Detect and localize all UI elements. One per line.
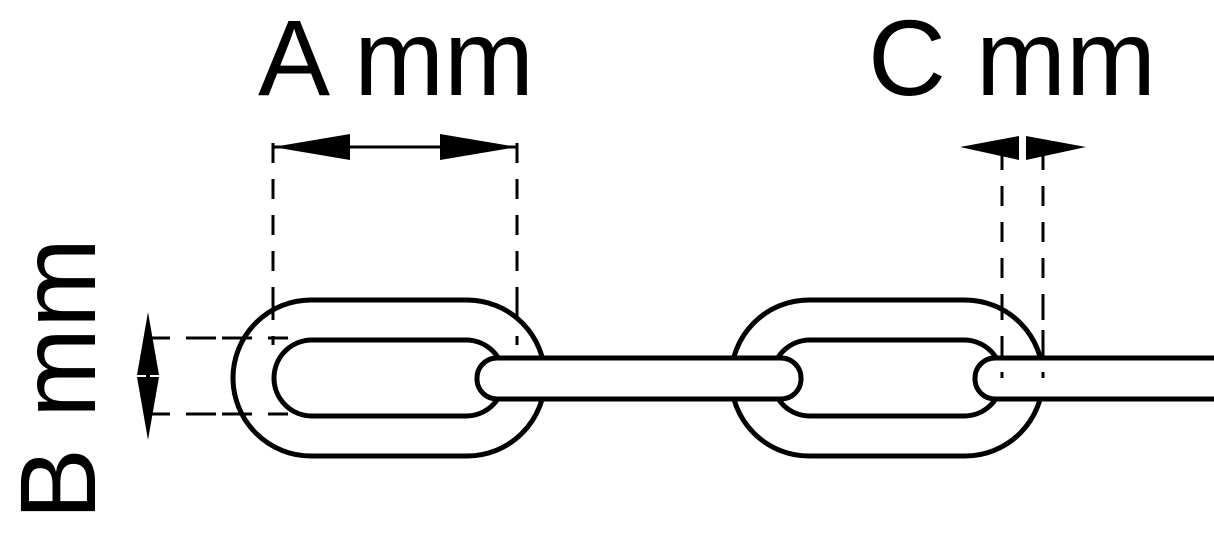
- dimension-a-group: [271, 134, 519, 345]
- dimension-c-overlay: [1000, 300, 1045, 378]
- dimension-a-arrowhead-right: [440, 134, 517, 160]
- dimension-b-overlay: [196, 336, 292, 416]
- dimension-b-arrowhead-bottom: [137, 377, 159, 440]
- link-right-inner-outline: [769, 337, 1005, 419]
- dimension-label-c: C mm: [868, 0, 1156, 118]
- dimension-c-arrowhead-right: [1026, 136, 1086, 160]
- dimension-label-a: A mm: [258, 0, 534, 118]
- link-left-inner-outline: [271, 337, 507, 419]
- connector-link-right: [972, 355, 1214, 402]
- dimension-b-arrowhead-top: [137, 312, 159, 375]
- connector-link-middle: [474, 355, 804, 402]
- dimension-c-arrowhead-left: [960, 136, 1019, 160]
- dimension-label-b: B mm: [0, 238, 118, 520]
- dimension-a-arrowhead-left: [273, 134, 350, 160]
- chain-graphic: [230, 297, 1214, 459]
